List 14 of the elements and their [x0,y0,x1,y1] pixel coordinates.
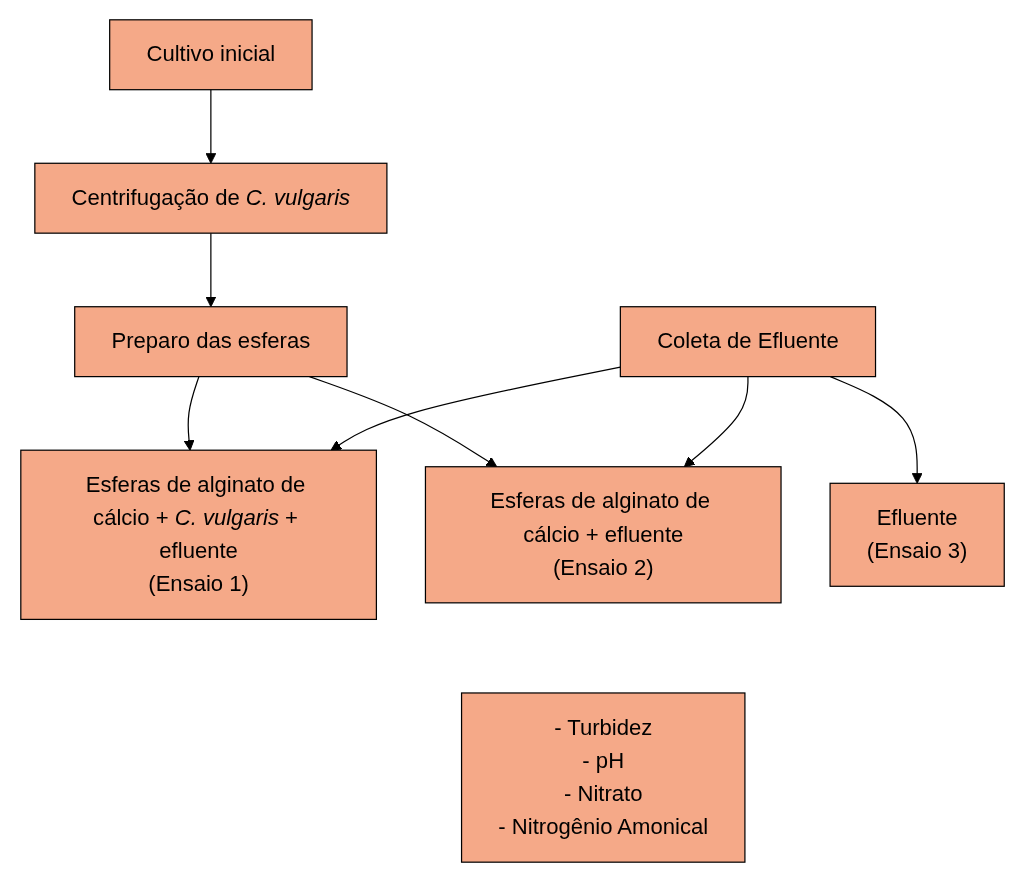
node-box: Preparo das esferas [74,306,349,378]
arrow [205,232,217,308]
arrow [309,376,498,468]
arrow [830,376,923,484]
node-box: Esferas de alginato de cálcio + efluente (Ensaio 2) [425,466,783,604]
node-box: Centrifugação de C. vulgaris [34,162,388,234]
node-box: Cultivo inicial [109,19,314,91]
arrow [684,376,750,468]
node-box: - Turbidez - pH - Nitrato - Nitrogênio Amonical [461,692,746,863]
arrow [205,89,217,164]
node-box: Esferas de alginato de cálcio + C. vulgaris + efluente (Ensaio 1) [20,449,378,620]
node-box: Coleta de Efluente [620,306,877,378]
node-box: Efluente (Ensaio 3) [829,482,1006,587]
arrow [184,376,200,451]
